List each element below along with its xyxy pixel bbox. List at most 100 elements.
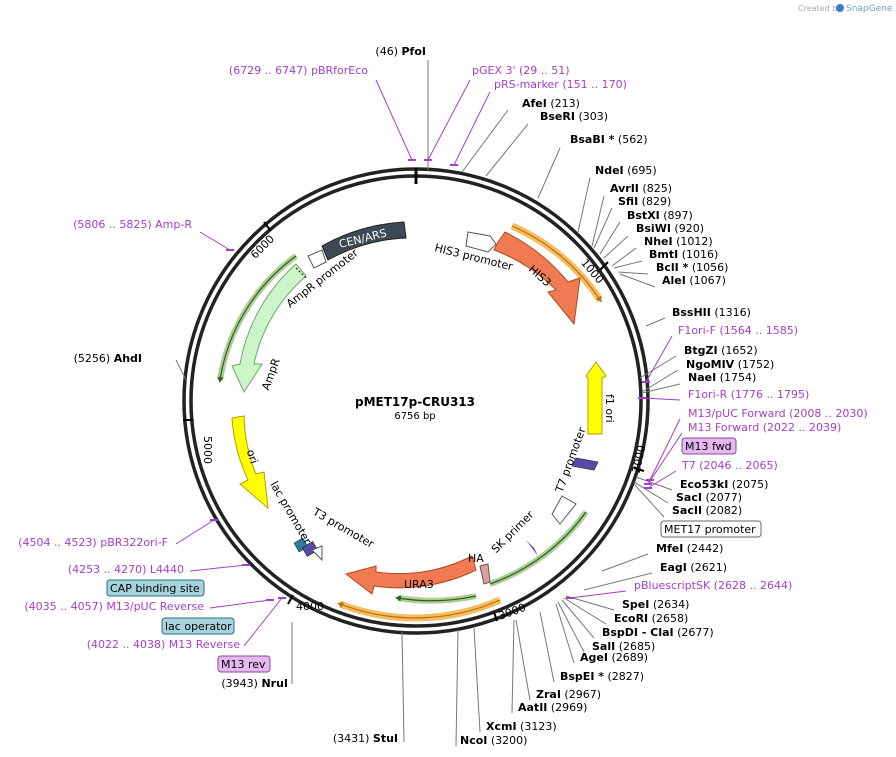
ampr-orf-line bbox=[217, 255, 297, 383]
ori-feature bbox=[231, 415, 269, 510]
ampr-promoter-arrow bbox=[307, 249, 327, 269]
cap-binding-site-label: CAP binding site bbox=[110, 582, 200, 595]
enzyme-label-btgzi[interactable]: BtgZI (1652) bbox=[684, 344, 758, 357]
plasmid-name: pMET17p-CRU313 bbox=[355, 395, 475, 409]
enzyme-leader-ncoi bbox=[455, 629, 459, 747]
enzyme-label-bsshii[interactable]: BssHII (1316) bbox=[672, 306, 751, 319]
enzyme-label-eagi[interactable]: EagI (2621) bbox=[660, 561, 727, 574]
ampr-feature bbox=[231, 263, 307, 394]
primer-leader-f1ori-f bbox=[645, 335, 673, 383]
ura3-label: URA3 bbox=[404, 578, 434, 591]
enzyme-label-nrui[interactable]: (3943) NruI bbox=[221, 677, 288, 690]
enzyme-label-xcmi[interactable]: XcmI (3123) bbox=[486, 720, 557, 733]
enzyme-label-ngomiv[interactable]: NgoMIV (1752) bbox=[686, 358, 774, 371]
enzyme-label-bcli[interactable]: BclI * (1056) bbox=[656, 261, 728, 274]
enzyme-leader-ndei bbox=[577, 177, 591, 233]
primer-label-f1ori-r[interactable]: F1ori-R (1776 .. 1795) bbox=[688, 388, 809, 401]
lac-operator-feature bbox=[301, 541, 319, 557]
tick-3000 bbox=[493, 611, 498, 622]
enzyme-label-ndei[interactable]: NdeI (695) bbox=[595, 164, 657, 177]
f1-ori-feature bbox=[585, 361, 607, 435]
lac-operator-label: lac operator bbox=[165, 620, 232, 633]
enzyme-label-bsiwi[interactable]: BsiWI (920) bbox=[636, 222, 704, 235]
enzyme-label-naei[interactable]: NaeI (1754) bbox=[688, 371, 756, 384]
enzyme-label-bspei[interactable]: BspEI * (2827) bbox=[560, 670, 644, 683]
backbone bbox=[182, 167, 650, 635]
enzyme-leader-agei bbox=[555, 603, 575, 664]
enzyme-label-saci[interactable]: SacI (2077) bbox=[676, 491, 742, 504]
enzyme-label-bseri[interactable]: BseRI (303) bbox=[540, 110, 608, 123]
primer-label-l4440[interactable]: (4253 .. 4270) L4440 bbox=[68, 563, 184, 576]
enzyme-leader-bspdi-clai bbox=[561, 599, 595, 639]
enzyme-leader-bspei bbox=[539, 611, 555, 683]
enzyme-label-eco53ki[interactable]: Eco53kI (2075) bbox=[680, 478, 768, 491]
enzyme-label-afei[interactable]: AfeI (213) bbox=[522, 97, 580, 110]
enzyme-leader-bsshii bbox=[645, 317, 666, 327]
enzyme-label-ncoi[interactable]: NcoI (3200) bbox=[460, 734, 527, 747]
primer-label-m13-puc-forward[interactable]: M13/pUC Forward (2008 .. 2030) bbox=[688, 407, 868, 420]
primer-leader-f1ori-r bbox=[641, 397, 681, 401]
tick-label-5000: 5000 bbox=[201, 436, 214, 464]
boxed-labels: M13 fwd MET17 promoter CAP binding site … bbox=[106, 437, 762, 673]
primer-label-f1ori-f[interactable]: F1ori-F (1564 .. 1585) bbox=[678, 324, 798, 337]
primer-leader-m13-puc-reverse bbox=[209, 599, 271, 609]
enzyme-leader-bmti bbox=[613, 260, 643, 269]
enzyme-label-avrii[interactable]: AvrII (825) bbox=[610, 182, 672, 195]
primer-leader-m13-forward bbox=[647, 432, 683, 485]
tick-label-2000: 2000 bbox=[630, 444, 649, 474]
enzyme-label-sacii[interactable]: SacII (2082) bbox=[672, 504, 742, 517]
primer-label-amp-r[interactable]: (5806 .. 5825) Amp-R bbox=[73, 218, 192, 231]
enzyme-label-mfei[interactable]: MfeI (2442) bbox=[656, 542, 723, 555]
primer-leader-pbrforeco bbox=[375, 79, 413, 161]
enzyme-label-aatii[interactable]: AatII (2969) bbox=[518, 701, 587, 714]
enzyme-label-bstxi[interactable]: BstXI (897) bbox=[627, 209, 693, 222]
primer-label-prs-marker[interactable]: pRS-marker (151 .. 170) bbox=[494, 78, 627, 91]
primer-label-m13-reverse[interactable]: (4022 .. 4038) M13 Reverse bbox=[87, 638, 240, 651]
t3-promoter-label: T3 promoter bbox=[310, 505, 377, 551]
enzyme-label-ahdi[interactable]: (5256) AhdI bbox=[74, 352, 142, 365]
primer-label-m13-forward[interactable]: M13 Forward (2022 .. 2039) bbox=[688, 421, 841, 434]
enzyme-leader-bcli bbox=[617, 271, 649, 275]
ampr-label: AmpR bbox=[259, 356, 283, 392]
enzyme-label-ecori[interactable]: EcoRI (2658) bbox=[614, 612, 688, 625]
enzyme-label-spei[interactable]: SpeI (2634) bbox=[622, 598, 689, 611]
enzyme-leader-btgzi bbox=[639, 355, 677, 379]
enzyme-leader-alei bbox=[619, 273, 656, 288]
primer-label-pbluescriptsk[interactable]: pBluescriptSK (2628 .. 2644) bbox=[634, 579, 792, 592]
primer-label-pgex-3[interactable]: pGEX 3' (29 .. 51) bbox=[472, 64, 570, 77]
tick-1000 bbox=[599, 261, 609, 271]
tick-label-4000: 4000 bbox=[296, 600, 324, 613]
enzyme-label-bspdi-clai[interactable]: BspDI - ClaI (2677) bbox=[602, 626, 714, 639]
his3-feature bbox=[493, 231, 581, 326]
enzyme-label-nhei[interactable]: NheI (1012) bbox=[644, 235, 713, 248]
enzyme-label-agei[interactable]: AgeI (2689) bbox=[580, 651, 648, 664]
enzyme-label-sali[interactable]: SalI (2685) bbox=[592, 640, 655, 653]
primer-leader-pbluescriptsk bbox=[569, 590, 627, 599]
enzyme-leader-ecori bbox=[563, 597, 607, 625]
enzyme-label-pfoi[interactable]: (46) PfoI bbox=[375, 45, 426, 58]
t7-promoter-arrow bbox=[571, 457, 599, 471]
primer-leader-pbr322ori-f bbox=[175, 519, 215, 545]
enzyme-label-stui[interactable]: (3431) StuI bbox=[333, 732, 398, 745]
tick-2000 bbox=[633, 467, 645, 472]
enzyme-label-sfii[interactable]: SfiI (829) bbox=[618, 195, 671, 208]
primer-label-pbrforeco[interactable]: (6729 .. 6747) pBRforEco bbox=[229, 64, 368, 77]
enzyme-label-zrai[interactable]: ZraI (2967) bbox=[536, 688, 601, 701]
enzyme-leader-aatii bbox=[511, 619, 515, 714]
m13-fwd-label: M13 fwd bbox=[685, 440, 732, 453]
enzyme-leader-ahdi bbox=[175, 359, 187, 381]
enzyme-label-bsabi[interactable]: BsaBI * (562) bbox=[570, 133, 648, 146]
enzyme-label-bmti[interactable]: BmtI (1016) bbox=[649, 248, 718, 261]
primer-leader-l4440 bbox=[189, 564, 247, 572]
lac-promoter-arrow bbox=[311, 545, 323, 562]
primer-label-m13-puc-reverse[interactable]: (4035 .. 4057) M13/pUC Reverse bbox=[24, 600, 204, 613]
enzyme-leader-nhei bbox=[611, 247, 637, 267]
enzyme-leader-zrai bbox=[515, 619, 531, 701]
m13-rev-box bbox=[217, 655, 271, 673]
f1-ori-label: f1 ori bbox=[603, 394, 616, 423]
watermark-brand: SnapGene bbox=[846, 4, 893, 14]
enzyme-label-alei[interactable]: AleI (1067) bbox=[662, 274, 726, 287]
enzyme-labels: (46) PfoI AfeI (213)BseRI (303) BsaBI * (5… bbox=[74, 45, 775, 747]
primer-label-pbr322ori-f[interactable]: (4504 .. 4523) pBR322ori-F bbox=[18, 536, 168, 549]
primer-label-t7[interactable]: T7 (2046 .. 2065) bbox=[681, 459, 778, 472]
